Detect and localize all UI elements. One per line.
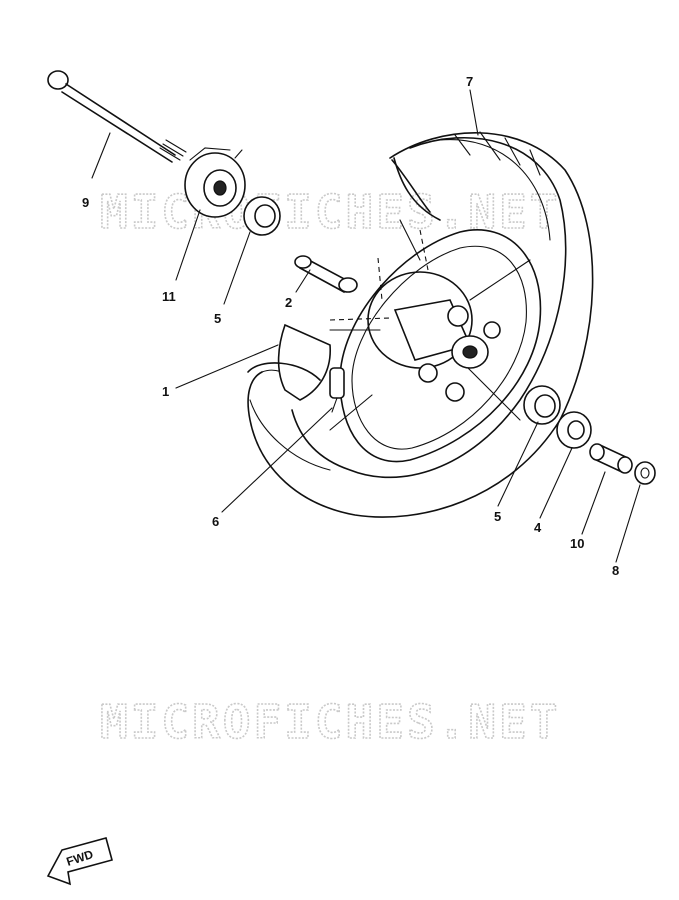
- wheel-hub: [329, 229, 501, 402]
- tire-part-7: [247, 131, 594, 518]
- leader-lines: [91, 89, 641, 563]
- watermark-bottom: MICROFICHES.NET: [100, 695, 560, 749]
- bearing-left-part-5: [243, 196, 281, 236]
- callout-8: 8: [612, 563, 619, 578]
- oil-seal-part-4: [556, 411, 592, 449]
- spacer-part-10: [589, 443, 633, 474]
- tire-cutaway-part-1: [247, 323, 331, 401]
- gear-unit-part-11: [184, 147, 246, 218]
- callout-11: 11: [162, 289, 176, 304]
- callout-5-left: 5: [214, 311, 221, 326]
- callout-4: 4: [534, 520, 542, 535]
- callout-2: 2: [285, 295, 292, 310]
- collar-part-2: [294, 255, 358, 294]
- nut-part-8: [634, 461, 656, 485]
- callout-6: 6: [212, 514, 219, 529]
- callout-10: 10: [570, 536, 584, 551]
- wheel-rim: [329, 219, 542, 463]
- callout-7: 7: [466, 74, 473, 89]
- callout-1: 1: [162, 384, 169, 399]
- callout-9: 9: [82, 195, 89, 210]
- callout-5-right: 5: [494, 509, 501, 524]
- axle-part-9: [47, 70, 187, 163]
- fwd-direction-badge: FWD: [46, 837, 113, 886]
- bearing-right-part-5: [523, 385, 561, 425]
- valve-part-6: [329, 367, 345, 413]
